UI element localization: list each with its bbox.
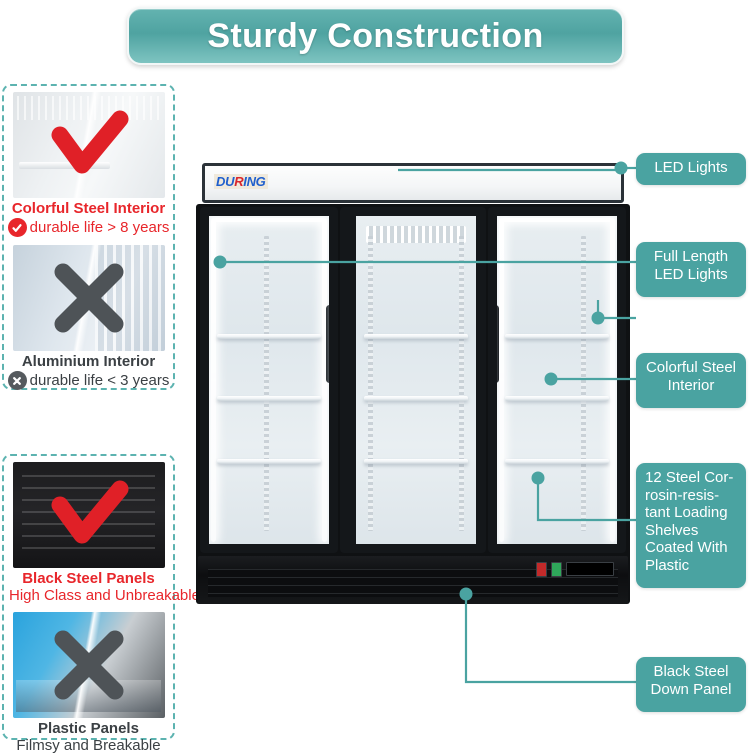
header-banner: Sturdy Construction	[127, 7, 624, 65]
shelf	[217, 396, 321, 402]
glass-door-middle	[340, 207, 486, 553]
card-subtitle: Filmsy and Breakable	[16, 737, 161, 754]
door-handle-middle[interactable]	[343, 305, 350, 383]
glass-door-group	[200, 207, 626, 553]
cross-badge-icon	[7, 371, 27, 391]
led-strip-top-icon	[503, 218, 611, 222]
product-image-merchandiser-refrigerator: DURING	[196, 163, 630, 640]
door-handle-left[interactable]	[326, 304, 329, 383]
shelf-rail	[580, 235, 586, 531]
caption-black-steel-panels: Black Steel Panels High Class and Unbrea…	[9, 570, 200, 605]
card-title: Colorful Steel Interior	[11, 200, 166, 217]
page-title: Sturdy Construction	[207, 16, 544, 55]
vent-louvers	[208, 569, 618, 597]
comparison-card-black-steel-panels: Black Steel Panels High Class and Unbrea…	[9, 462, 200, 605]
digital-temperature-display	[566, 562, 614, 576]
caption-plastic-panels: Plastic Panels Filmsy and Breakable	[9, 721, 168, 754]
card-subtitle-row: durable life > 8 years	[7, 218, 170, 238]
gray-cross-mark-icon	[46, 629, 132, 701]
gray-cross-mark-icon	[46, 262, 132, 334]
comparison-group-interior-material: Colorful Steel Interior durable life > 8…	[2, 84, 175, 391]
card-subtitle-row: durable life < 3 years	[7, 371, 170, 391]
comparison-column: Colorful Steel Interior durable life > 8…	[2, 84, 200, 754]
control-panel	[536, 560, 614, 578]
card-subtitle: durable life < 3 years	[29, 371, 170, 389]
shelf-rail	[368, 235, 373, 531]
shelf	[217, 458, 321, 464]
caster-wheel	[222, 600, 235, 604]
callout-led-lights[interactable]: LED Lights	[636, 153, 746, 185]
caster-wheel	[448, 600, 461, 604]
air-grille	[365, 225, 467, 243]
callout-dot-colorful-steel-interior	[544, 372, 558, 386]
caption-aluminium-interior: Aluminium Interior durable life < 3 year…	[7, 353, 170, 391]
door-handle-right[interactable]	[497, 304, 499, 383]
shelf	[364, 334, 468, 340]
led-strip-top-icon	[215, 218, 323, 222]
check-badge-icon	[7, 218, 27, 238]
red-rocker-switch[interactable]	[536, 561, 547, 577]
callout-dot-shelves	[531, 471, 545, 485]
led-strip-left-icon	[211, 218, 216, 542]
card-title: Black Steel Panels	[22, 570, 155, 587]
card-subtitle: High Class and Unbreakable	[9, 587, 200, 605]
green-rocker-switch[interactable]	[551, 561, 562, 577]
card-title: Aluminium Interior	[21, 353, 156, 371]
caption-colorful-steel-interior: Colorful Steel Interior durable life > 8…	[7, 200, 170, 238]
callout-dot-led-lights	[614, 161, 628, 175]
card-subtitle: durable life > 8 years	[29, 218, 170, 236]
photo-plastic-panels	[12, 612, 165, 719]
red-check-mark-icon	[46, 109, 132, 181]
product-top-header-panel: DURING	[202, 163, 624, 203]
logo-part-2: R	[234, 174, 244, 189]
red-check-mark-icon	[46, 479, 132, 551]
card-title: Plastic Panels	[38, 720, 139, 738]
comparison-card-colorful-steel-interior: Colorful Steel Interior durable life > 8…	[7, 92, 170, 238]
led-strip-left-icon	[499, 218, 504, 542]
caster-wheel	[574, 600, 587, 604]
logo-part-3: ING	[243, 174, 266, 189]
photo-aluminium-interior	[12, 245, 165, 352]
led-strip-right-icon	[610, 218, 615, 542]
shelf	[505, 396, 609, 402]
caster-wheel	[328, 600, 341, 604]
door-glass	[356, 216, 476, 544]
shelf-rail	[459, 235, 464, 531]
black-steel-down-panel	[198, 556, 628, 604]
shelf	[505, 458, 609, 464]
shelf	[217, 334, 321, 340]
callout-label: LED Lights	[654, 159, 728, 176]
callout-dot-black-steel-down-panel	[459, 587, 473, 601]
brand-logo: DURING	[214, 174, 268, 189]
shelf	[505, 334, 609, 340]
comparison-group-panel-material: Black Steel Panels High Class and Unbrea…	[2, 454, 200, 754]
shelf	[364, 396, 468, 402]
shelf-rail	[264, 235, 270, 531]
shelf	[364, 458, 468, 464]
comparison-card-aluminium-interior: Aluminium Interior durable life < 3 year…	[7, 245, 170, 391]
callout-dot-full-length-led-secondary	[591, 311, 605, 325]
photo-colorful-steel-interior	[12, 92, 165, 198]
led-strip-right-icon	[322, 218, 327, 542]
comparison-card-plastic-panels: Plastic Panels Filmsy and Breakable	[9, 612, 168, 754]
photo-black-steel-panels	[12, 462, 165, 568]
product-cabinet	[196, 204, 630, 604]
logo-part-1: DU	[216, 174, 235, 189]
callout-dot-full-length-led	[213, 255, 227, 269]
